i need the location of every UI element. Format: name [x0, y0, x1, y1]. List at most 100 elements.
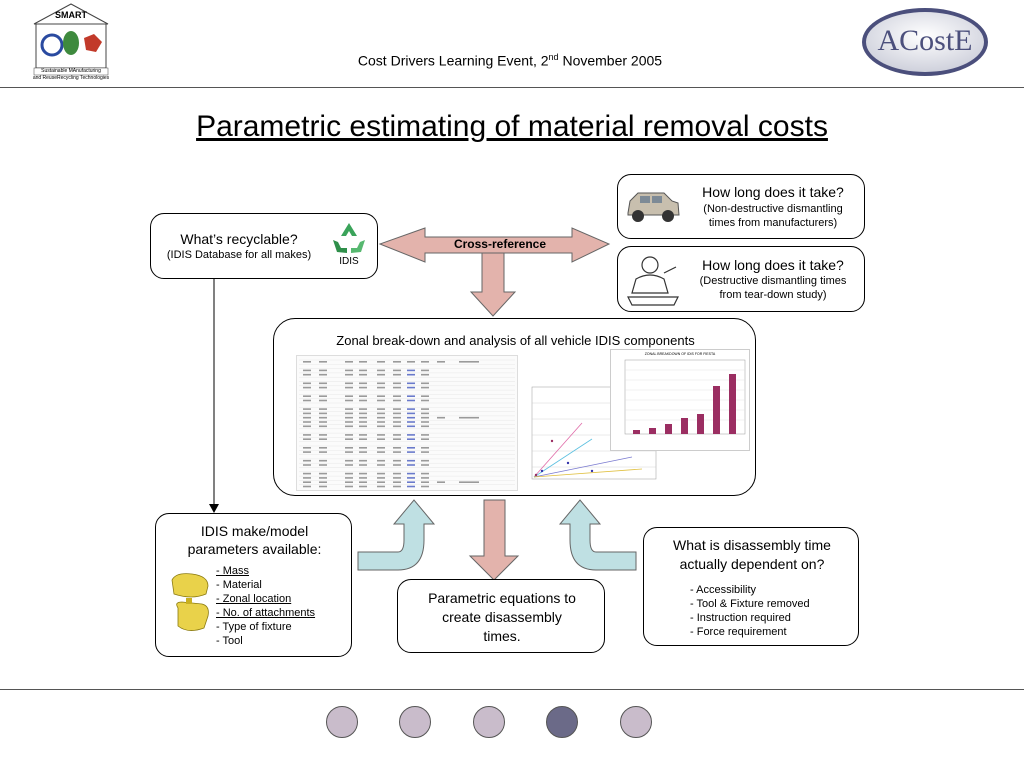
sheet-cell — [421, 395, 429, 397]
smart-logo: SMART Sustainable MAnufacturing and Reus… — [30, 2, 112, 82]
equations-line2: create disassembly — [442, 609, 562, 625]
smart-logo-title: SMART — [55, 10, 87, 20]
nav-dot-1[interactable] — [326, 706, 358, 738]
sheet-cell — [303, 382, 311, 385]
sheet-cell — [345, 434, 353, 436]
sheet-cell — [393, 382, 401, 385]
sheet-cell — [393, 386, 401, 389]
sheet-cell — [345, 451, 353, 453]
zonal-title: Zonal break-down and analysis of all veh… — [336, 333, 695, 348]
sheet-cell — [459, 481, 479, 483]
sheet-cell — [421, 361, 429, 363]
sheet-cell — [377, 412, 385, 415]
sheet-cell — [319, 399, 327, 402]
sheet-cell — [377, 361, 385, 363]
sheet-cell — [345, 395, 353, 397]
sheet-cell — [377, 408, 385, 410]
sheet-cell — [319, 447, 327, 449]
footer-divider — [0, 689, 1024, 690]
nd-line2: times from manufacturers) — [708, 217, 838, 229]
nav-dot-4-active[interactable] — [546, 706, 578, 738]
sheet-cell — [393, 425, 401, 428]
sheet-cell — [377, 395, 385, 397]
sheet-cell — [345, 459, 353, 462]
params-title-line1: IDIS make/model — [200, 523, 309, 539]
sheet-cell — [345, 421, 353, 423]
d-title: How long does it take? — [702, 257, 844, 273]
sheet-cell — [319, 421, 327, 423]
sheet-cell — [407, 477, 415, 479]
sheet-cell — [421, 451, 429, 453]
sheet-cell — [421, 369, 429, 372]
dependency-title-line2: actually dependent on? — [679, 556, 825, 572]
recyclable-subtitle: (IDIS Database for all makes) — [166, 249, 312, 261]
sheet-cell — [407, 472, 415, 475]
sheet-cell — [393, 451, 401, 453]
sheet-cell — [407, 421, 415, 423]
sheet-cell — [359, 361, 367, 363]
sheet-cell — [407, 459, 415, 462]
non-destructive-box: How long does it take? (Non-destructive … — [617, 174, 865, 239]
recycle-icon — [333, 223, 365, 253]
sheet-cell — [359, 485, 367, 488]
sheet-cell — [303, 447, 311, 449]
sheet-cell — [407, 447, 415, 449]
dependency-item: - Force requirement — [690, 626, 787, 638]
sheet-cell — [407, 399, 415, 402]
sheet-cell — [377, 447, 385, 449]
sheet-cell — [421, 434, 429, 436]
sheet-cell — [393, 481, 401, 483]
sheet-cell — [407, 416, 415, 419]
sheet-cell — [319, 408, 327, 410]
sheet-cell — [303, 412, 311, 415]
sheet-cell — [303, 438, 311, 440]
sheet-cell — [359, 464, 367, 466]
sheet-cell — [407, 361, 415, 363]
sheet-cell — [377, 481, 385, 483]
sheet-cell — [303, 399, 311, 402]
down-arrow-to-equations — [468, 499, 520, 581]
sheet-cell — [421, 485, 429, 488]
sheet-cell — [303, 395, 311, 397]
dependency-item: - Accessibility — [690, 584, 757, 596]
sheet-cell — [407, 451, 415, 453]
sheet-cell — [421, 425, 429, 428]
sheet-cell — [359, 382, 367, 385]
sheet-cell — [319, 369, 327, 372]
sheet-cell — [393, 485, 401, 488]
nav-dot-3[interactable] — [473, 706, 505, 738]
sheet-cell — [359, 408, 367, 410]
sheet-cell — [421, 447, 429, 449]
sheet-cell — [393, 434, 401, 436]
sheet-cell — [359, 369, 367, 372]
sheet-cell — [459, 416, 479, 419]
sheet-cell — [303, 386, 311, 389]
sheet-cell — [393, 421, 401, 423]
nav-dot-2[interactable] — [399, 706, 431, 738]
sheet-cell — [303, 425, 311, 428]
sheet-cell — [421, 464, 429, 466]
car-icon — [627, 192, 680, 222]
sheet-cell — [393, 447, 401, 449]
sheet-cell — [345, 382, 353, 385]
sheet-cell — [319, 373, 327, 376]
spreadsheet-grid — [299, 359, 515, 488]
sheet-cell — [359, 451, 367, 453]
sheet-cell — [407, 412, 415, 415]
sheet-cell — [377, 416, 385, 419]
nav-dot-5[interactable] — [620, 706, 652, 738]
sheet-cell — [359, 425, 367, 428]
sheet-cell — [407, 373, 415, 376]
sheet-cell — [407, 386, 415, 389]
sheet-cell — [303, 472, 311, 475]
sheet-cell — [377, 399, 385, 402]
sheet-cell — [303, 459, 311, 462]
sheet-cell — [345, 481, 353, 483]
sheet-cell — [303, 451, 311, 453]
slide-title: Parametric estimating of material remova… — [196, 110, 828, 143]
sheet-cell — [319, 477, 327, 479]
sheet-cell — [345, 477, 353, 479]
sheet-cell — [345, 369, 353, 372]
sheet-cell — [359, 438, 367, 440]
